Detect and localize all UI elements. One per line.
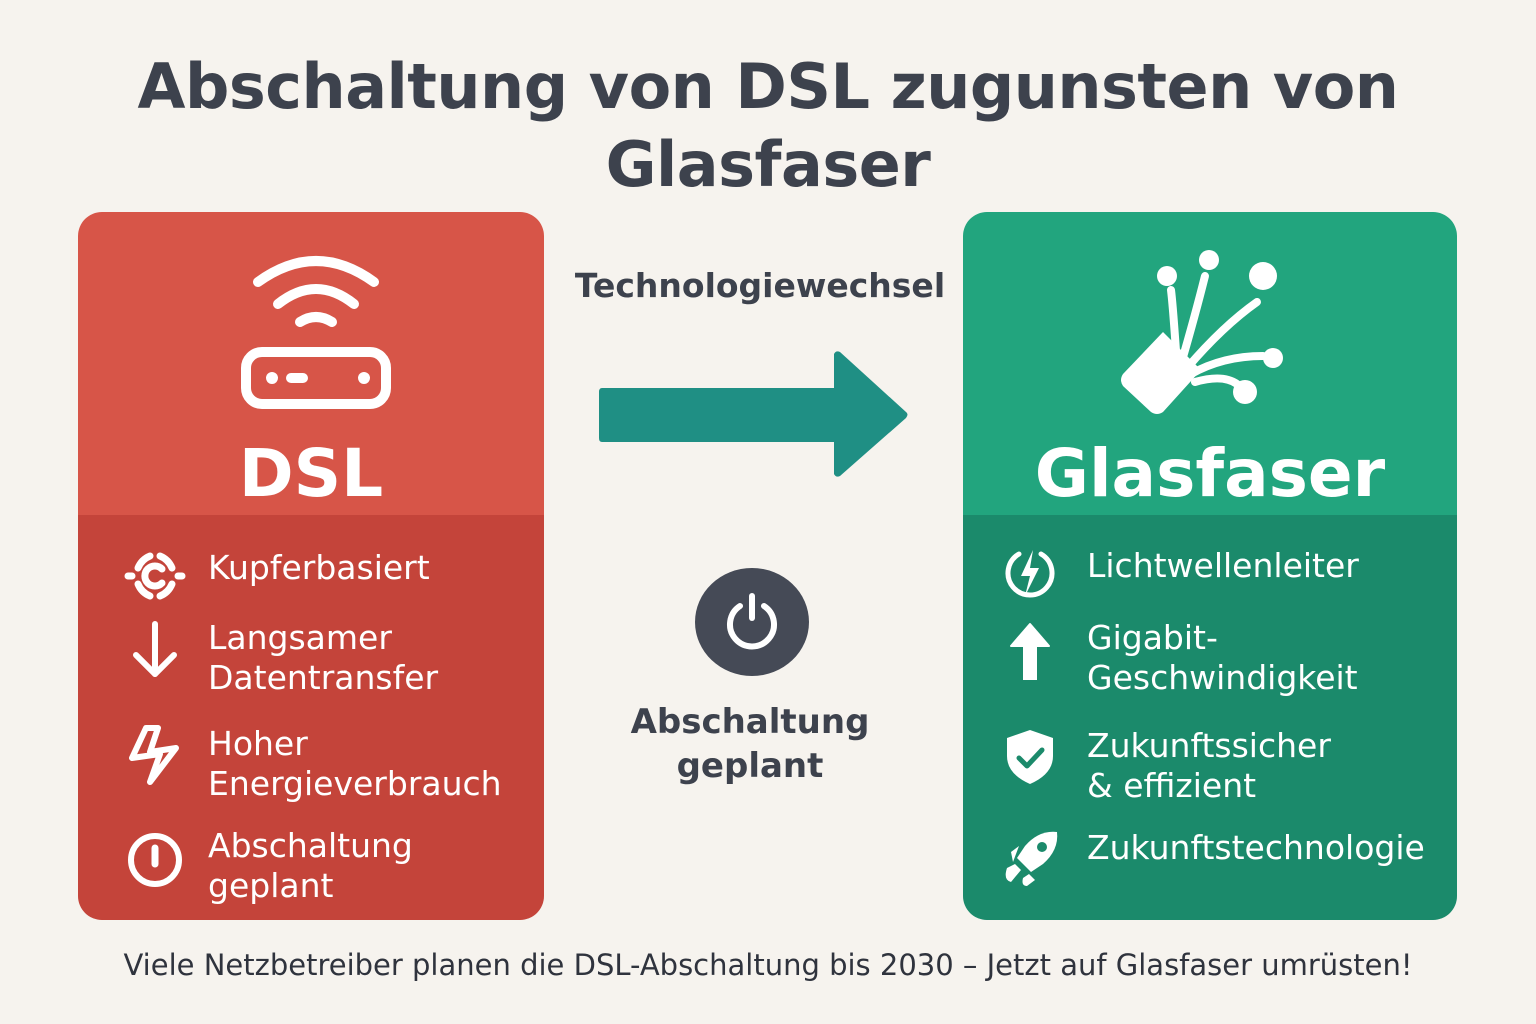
- feature-label: Gigabit- Geschwindigkeit: [1087, 618, 1358, 697]
- arrow-down-icon: [133, 621, 177, 677]
- feature-label: Lichtwellenleiter: [1087, 546, 1359, 585]
- dsl-feature-energy: Hoher Energieverbrauch: [124, 724, 502, 804]
- lightning-icon: [129, 725, 179, 785]
- footer-note: Viele Netzbetreiber planen die DSL-Absch…: [123, 948, 1413, 982]
- dsl-feature-copper: Kupferbasiert: [124, 546, 430, 608]
- feature-label: Zukunftssicher & effizient: [1087, 726, 1331, 805]
- feature-label: Hoher Energieverbrauch: [208, 724, 502, 803]
- dsl-feature-shutdown: Abschaltung geplant: [124, 826, 413, 906]
- dsl-card: DSL Kupferbasiert: [78, 212, 544, 920]
- feature-label: Langsamer Datentransfer: [208, 618, 439, 697]
- glasfaser-feature-secure: Zukunftssicher & effizient: [999, 726, 1331, 806]
- page-title: Abschaltung von DSL zugunsten von Glasfa…: [137, 50, 1399, 201]
- dsl-card-header: DSL: [78, 212, 544, 515]
- feature-label: Kupferbasiert: [208, 548, 430, 587]
- arrow-up-icon: [1010, 623, 1050, 680]
- dsl-feature-slow: Langsamer Datentransfer: [124, 618, 438, 698]
- rocket-icon: [1005, 831, 1058, 886]
- dsl-heading: DSL: [238, 435, 384, 512]
- fiber-optic-cable-icon: [1121, 250, 1283, 414]
- glasfaser-heading: Glasfaser: [1034, 435, 1386, 512]
- power-icon: [727, 593, 777, 650]
- shield-check-icon: [1007, 730, 1053, 784]
- lightning-circle-icon: [1005, 550, 1055, 598]
- feature-label: Abschaltung geplant: [208, 826, 413, 905]
- arrow-right-icon: [599, 351, 908, 477]
- glasfaser-card: Glasfaser Lichtwellenleiter Gigabit- Ges…: [963, 212, 1457, 920]
- shutdown-status: Abschaltung geplant: [630, 702, 870, 786]
- router-wifi-icon: [241, 256, 391, 409]
- feature-label: Zukunftstechnologie: [1087, 828, 1425, 867]
- copper-icon: [124, 552, 186, 600]
- technology-change-label: Technologiewechsel: [574, 266, 946, 305]
- power-off-icon: [128, 833, 182, 887]
- glasfaser-feature-future: Zukunftstechnologie: [999, 828, 1425, 890]
- glasfaser-card-header: Glasfaser: [963, 212, 1457, 515]
- glasfaser-feature-fiber: Lichtwellenleiter: [999, 542, 1359, 604]
- glasfaser-feature-speed: Gigabit- Geschwindigkeit: [999, 618, 1358, 698]
- power-button: [695, 568, 809, 676]
